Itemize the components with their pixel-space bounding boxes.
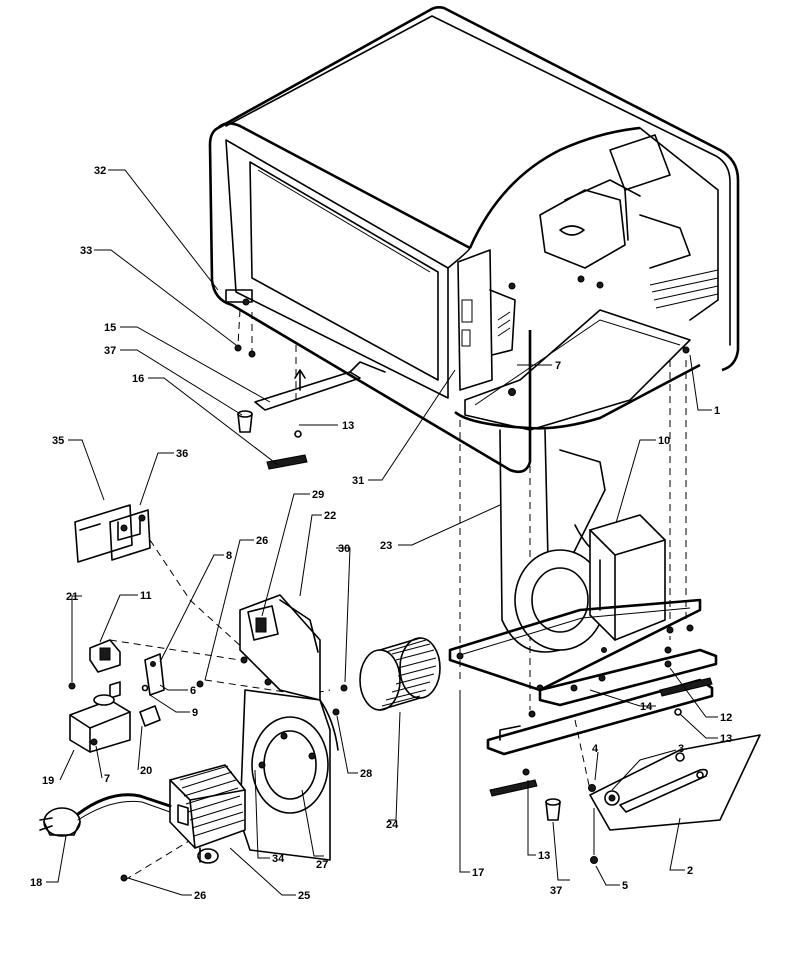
switches (68, 639, 165, 699)
callout-13b: 13 (720, 733, 732, 745)
callout-29: 29 (312, 489, 324, 501)
callout-15: 15 (104, 322, 116, 334)
callout-25: 25 (298, 890, 310, 902)
callout-32: 32 (94, 165, 106, 177)
callout-2: 2 (687, 865, 693, 877)
callout-8: 8 (226, 550, 232, 562)
callout-9: 9 (192, 707, 198, 719)
callout-24: 24 (386, 819, 399, 831)
callout-31: 31 (352, 475, 364, 487)
callout-20: 20 (140, 765, 152, 777)
callout-6: 6 (190, 685, 196, 697)
callout-16: 16 (132, 373, 144, 385)
callout-7: 7 (555, 360, 561, 372)
oven-cabinet (208, 6, 740, 474)
leader-lines (46, 169, 718, 896)
callout-3: 3 (678, 743, 684, 755)
callout-12: 12 (720, 712, 732, 724)
callout-13: 13 (342, 420, 354, 432)
callout-11: 11 (140, 590, 152, 602)
callout-17: 17 (472, 867, 484, 879)
callout-34: 34 (272, 853, 285, 865)
callout-36: 36 (176, 448, 188, 460)
callout-labels: 32 33 15 37 16 13 31 7 1 10 35 36 29 22 … (30, 165, 732, 902)
callout-4: 4 (592, 743, 599, 755)
callout-22: 22 (324, 510, 336, 522)
callout-21: 21 (66, 591, 78, 603)
callout-26: 26 (256, 535, 268, 547)
callout-27: 27 (316, 859, 328, 871)
power-cord (39, 793, 172, 882)
front-bracket-assembly (234, 344, 386, 470)
callout-30: 30 (338, 543, 350, 555)
hinge-plate (545, 734, 761, 864)
callout-33: 33 (80, 245, 92, 257)
callout-1: 1 (714, 405, 720, 417)
callout-37b: 37 (550, 885, 562, 897)
support-bracket (196, 594, 348, 701)
callout-37: 37 (104, 345, 116, 357)
callout-14: 14 (640, 701, 653, 713)
callout-23: 23 (380, 540, 392, 552)
fan-motor (169, 764, 246, 864)
fan-blade (359, 637, 441, 711)
fan-duct-and-transformer (448, 429, 702, 692)
callout-26b: 26 (194, 890, 206, 902)
callout-18: 18 (30, 877, 42, 889)
callout-7b: 7 (104, 773, 110, 785)
callout-5: 5 (622, 880, 628, 892)
callout-35: 35 (52, 435, 64, 447)
capacitor (69, 694, 161, 753)
callout-13c: 13 (538, 850, 550, 862)
base-rails (486, 646, 718, 797)
callout-10: 10 (658, 435, 670, 447)
control-board (74, 504, 151, 563)
callout-19: 19 (42, 775, 54, 787)
callout-28: 28 (360, 768, 372, 780)
